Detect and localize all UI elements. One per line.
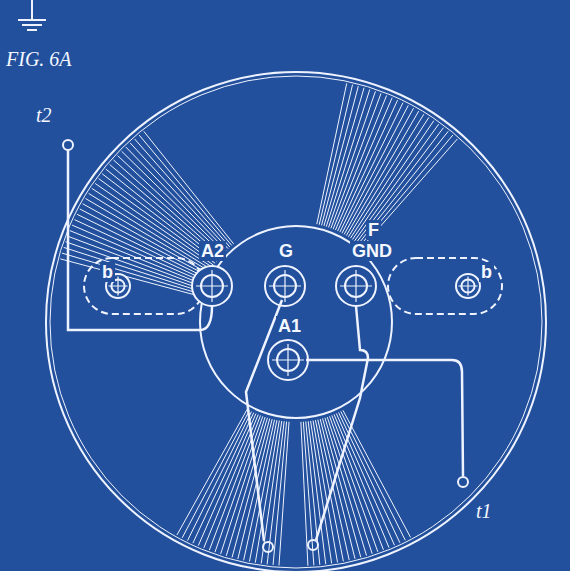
lead-wire xyxy=(306,360,463,476)
winding-line xyxy=(311,421,332,563)
winding-line xyxy=(354,124,438,241)
terminal xyxy=(458,477,468,487)
slot-label: b xyxy=(100,262,115,282)
terminal-label: t2 xyxy=(34,104,54,126)
winding-line xyxy=(301,422,308,566)
winding-line xyxy=(80,209,208,276)
winding-line xyxy=(320,419,355,559)
winding-line xyxy=(198,414,256,546)
pin xyxy=(268,340,308,380)
winding-line xyxy=(360,135,453,245)
outer-flange xyxy=(46,72,546,571)
pin xyxy=(456,274,480,298)
winding-line xyxy=(344,108,413,234)
pin-ring xyxy=(456,274,480,298)
winding-hatch xyxy=(60,83,457,565)
terminal xyxy=(63,140,73,150)
winding-line xyxy=(72,225,204,282)
winding-line xyxy=(356,128,443,243)
pin-name: F xyxy=(366,220,381,240)
winding-line xyxy=(308,421,326,564)
pin-name: G xyxy=(277,241,295,261)
pin-crosshair xyxy=(340,270,372,302)
winding-line xyxy=(362,139,457,247)
terminal-points xyxy=(63,140,468,552)
pin-ring xyxy=(268,340,308,380)
mounting-slot xyxy=(388,258,502,314)
pin-name: A2 xyxy=(199,241,226,261)
winding-line xyxy=(324,88,364,226)
winding-line xyxy=(238,419,272,559)
winding-line xyxy=(118,156,223,254)
winding-line xyxy=(319,85,352,225)
lead-wire xyxy=(68,150,212,330)
winding-line xyxy=(346,111,418,235)
winding-line xyxy=(139,135,232,245)
pin xyxy=(192,266,232,306)
winding-line xyxy=(261,421,282,564)
winding-line xyxy=(332,415,384,549)
mounting-slot xyxy=(84,258,204,314)
winding-line xyxy=(188,412,252,541)
pin-crosshair xyxy=(269,270,301,302)
pin-name: GND xyxy=(350,241,394,261)
lead-wires xyxy=(68,150,463,541)
winding-line xyxy=(323,418,361,557)
pin-name: A1 xyxy=(276,316,303,336)
winding-line xyxy=(306,422,320,565)
terminal xyxy=(308,540,318,550)
winding-line xyxy=(130,143,228,249)
winding-line xyxy=(226,418,267,556)
winding-line xyxy=(122,151,225,252)
pin xyxy=(336,266,376,306)
winding-line xyxy=(335,98,392,230)
winding-line xyxy=(209,415,260,550)
winding-line xyxy=(315,420,343,561)
winding-line xyxy=(77,214,206,278)
winding-line xyxy=(358,131,448,244)
lead-wire xyxy=(246,300,282,541)
figure-number: FIG. 6A xyxy=(4,48,74,70)
pin-ring xyxy=(336,266,376,306)
pin-ring xyxy=(265,266,305,306)
winding-line xyxy=(279,422,289,566)
winding-line xyxy=(193,413,254,544)
outer-flange-rim xyxy=(50,76,542,568)
pin-ring xyxy=(192,266,232,306)
terminal xyxy=(263,542,273,552)
pin-crosshair xyxy=(272,344,304,376)
winding-line xyxy=(182,410,249,537)
slot-label: b xyxy=(479,262,494,282)
pin-group xyxy=(106,266,480,380)
winding-line xyxy=(317,83,347,224)
winding-line xyxy=(135,139,230,247)
winding-line xyxy=(336,413,394,545)
pin-crosshair xyxy=(458,276,477,295)
terminal-label: t1 xyxy=(474,500,494,522)
ground-symbol xyxy=(18,0,46,30)
winding-line xyxy=(144,131,234,244)
winding-line xyxy=(342,105,408,233)
winding-line xyxy=(126,147,226,250)
winding-line xyxy=(339,412,400,542)
lead-wire xyxy=(316,306,368,540)
winding-line xyxy=(177,409,247,535)
winding-line xyxy=(325,418,367,556)
pin xyxy=(265,266,305,306)
pin-crosshair xyxy=(196,270,228,302)
